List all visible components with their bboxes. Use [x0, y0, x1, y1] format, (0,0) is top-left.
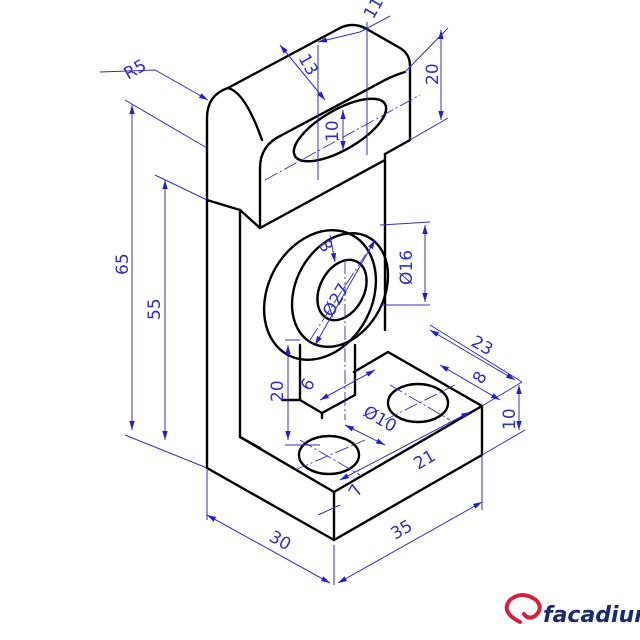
cap-top-edge — [226, 86, 264, 142]
facadium-logo: facadium — [504, 593, 640, 628]
hole-back — [386, 382, 450, 424]
dim-35: 35 — [388, 516, 417, 544]
upright-inner-face — [238, 208, 262, 450]
cap-bottom-edge — [258, 158, 387, 230]
dimension-lines — [99, 15, 526, 585]
upright-left-edge — [205, 23, 412, 470]
dim-10-slot: 10 — [323, 120, 343, 142]
dim-30: 30 — [266, 527, 295, 555]
dim-23: 23 — [468, 332, 497, 360]
dim-20-stem: 20 — [268, 380, 288, 402]
dim-55: 55 — [145, 298, 165, 320]
boss-front — [290, 231, 390, 349]
dim-7: 7 — [345, 481, 368, 500]
logo-swirl-icon — [504, 593, 542, 624]
slot — [292, 97, 388, 163]
dim-10-base: 10 — [500, 408, 520, 430]
cap-front-face — [258, 70, 407, 230]
boss-outer — [262, 228, 378, 362]
dim-dia10: Ø10 — [360, 402, 400, 437]
hole-front — [297, 434, 361, 476]
stem-base-line — [280, 398, 324, 420]
logo-text: facadium — [543, 603, 640, 628]
dim-r5: R5 — [121, 56, 151, 85]
base-outline — [205, 404, 484, 542]
upright-inner-top — [205, 198, 262, 230]
dim-dia16: Ø16 — [397, 250, 417, 285]
dim-21: 21 — [411, 446, 440, 474]
dim-20-top: 20 — [423, 63, 443, 85]
base-back-edge — [352, 350, 484, 408]
dim-65: 65 — [113, 253, 133, 275]
dim-8-base: 8 — [469, 368, 492, 387]
